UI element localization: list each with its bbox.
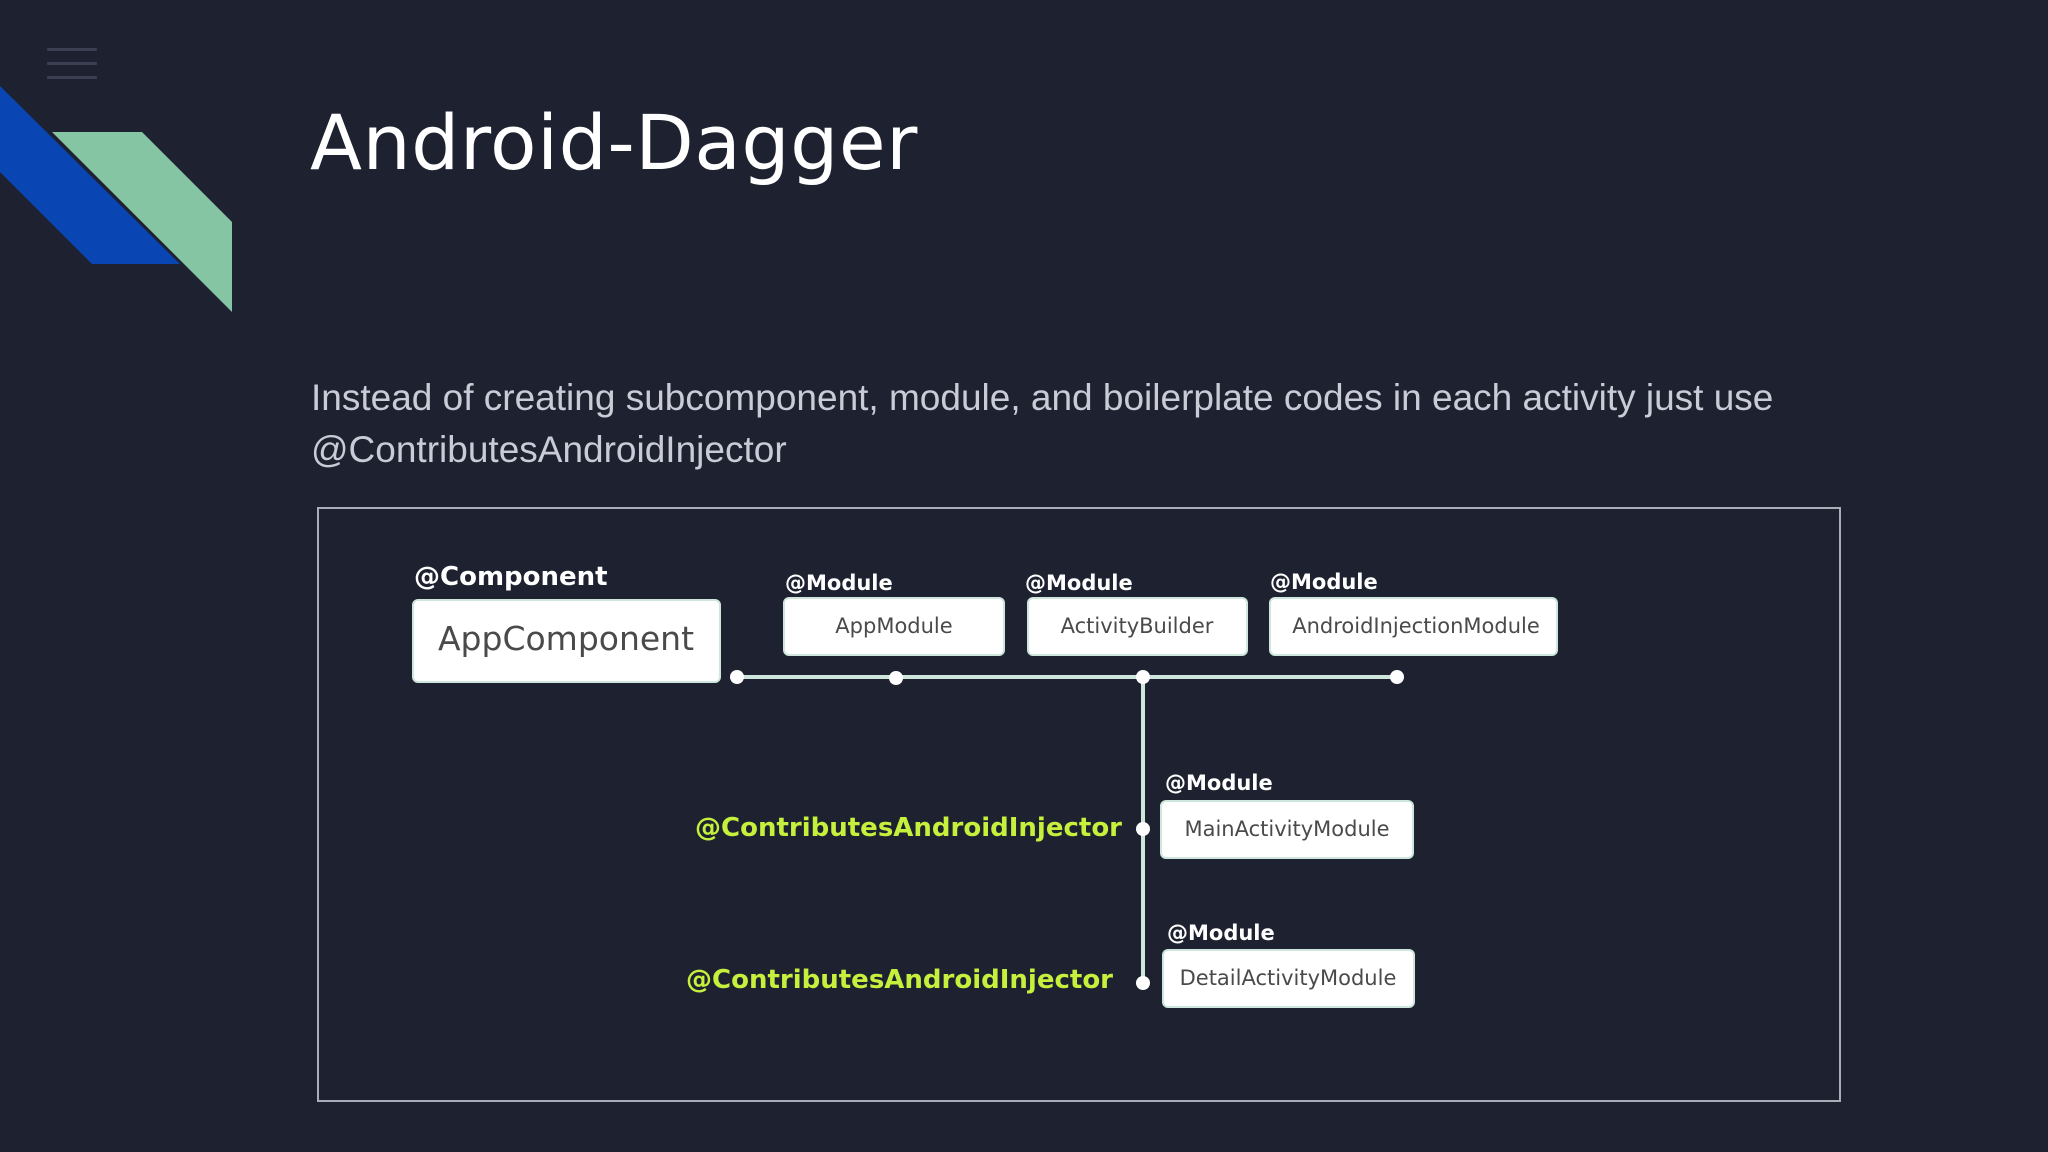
connector-dot bbox=[889, 671, 903, 685]
detail-activity-module-box bbox=[1162, 949, 1415, 1008]
main-contributes-injector-label: @ContributesAndroidInjector bbox=[695, 813, 1122, 843]
activity-builder-box bbox=[1027, 597, 1248, 656]
main-activity-module-annotation: @Module bbox=[1165, 771, 1273, 795]
blue-stripe bbox=[0, 86, 180, 264]
app-module-annotation: @Module bbox=[785, 571, 893, 595]
android-injection-module-label: AndroidInjectionModule bbox=[1292, 614, 1540, 638]
detail-activity-module-annotation: @Module bbox=[1167, 921, 1275, 945]
android-injection-module-box bbox=[1269, 597, 1558, 656]
connector-dot bbox=[1136, 822, 1150, 836]
slide-body-text: Instead of creating subcomponent, module… bbox=[311, 377, 1774, 470]
activity-builder-label: ActivityBuilder bbox=[1061, 614, 1214, 638]
main-activity-module-label: MainActivityModule bbox=[1184, 817, 1389, 841]
main-activity-module-box bbox=[1160, 800, 1414, 859]
decorative-stripes bbox=[0, 86, 232, 312]
diagram-frame bbox=[317, 507, 1841, 1102]
slide-title: Android-Dagger bbox=[310, 98, 918, 187]
component-annotation: @Component bbox=[414, 562, 608, 592]
green-stripe bbox=[52, 132, 232, 312]
app-module-box bbox=[783, 597, 1005, 656]
activity-builder-annotation: @Module bbox=[1025, 571, 1133, 595]
android-injection-module-annotation: @Module bbox=[1270, 570, 1378, 594]
connector-dot bbox=[730, 670, 744, 684]
app-component-label: AppComponent bbox=[438, 619, 694, 658]
hamburger-menu-icon[interactable] bbox=[44, 44, 100, 84]
app-module-label: AppModule bbox=[835, 614, 952, 638]
detail-contributes-injector-label: @ContributesAndroidInjector bbox=[686, 965, 1113, 995]
connector-dot bbox=[1136, 670, 1150, 684]
app-component-box bbox=[412, 599, 721, 683]
connector-dot bbox=[1136, 976, 1150, 990]
connector-dot bbox=[1390, 670, 1404, 684]
detail-activity-module-label: DetailActivityModule bbox=[1180, 966, 1397, 990]
